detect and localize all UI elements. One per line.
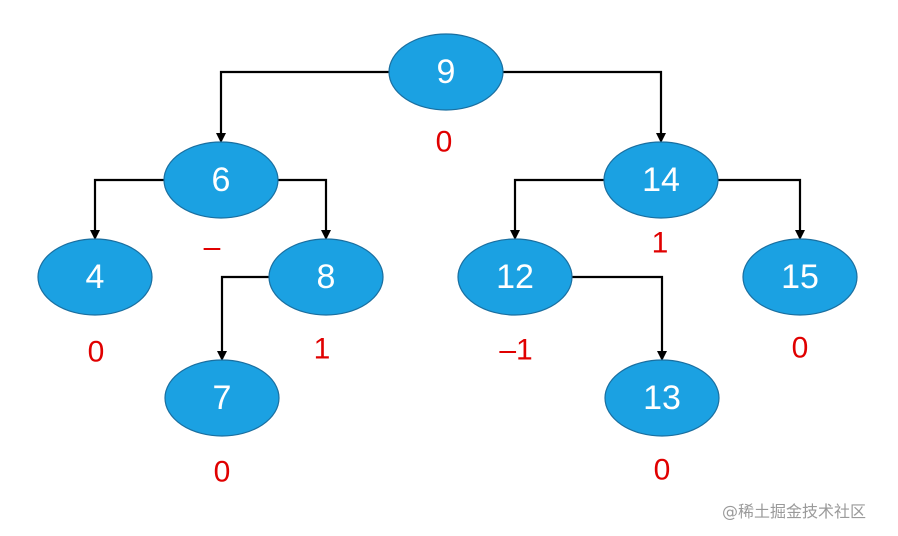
- edge-n8-n7: [217, 275, 269, 361]
- tree-node-9: 9: [388, 33, 504, 111]
- node-ellipse: [457, 238, 573, 316]
- nodes: 9 6 14 4 8 12 15 7 13: [37, 33, 858, 437]
- edge-n6-n8: [278, 178, 331, 240]
- tree-node-14: 14: [603, 141, 719, 219]
- balance-factor-9: 0: [436, 126, 453, 159]
- balance-factor-8: 1: [314, 333, 331, 366]
- balance-factor-7: 0: [214, 456, 231, 489]
- node-ellipse: [742, 238, 858, 316]
- node-ellipse: [388, 33, 504, 111]
- node-ellipse: [37, 238, 153, 316]
- edge-n12-n13: [572, 275, 667, 361]
- node-key: 15: [781, 258, 819, 296]
- node-ellipse: [268, 238, 384, 316]
- tree-node-12: 12: [457, 238, 573, 316]
- tree-node-15: 15: [742, 238, 858, 316]
- edges: [90, 70, 805, 361]
- tree-node-4: 4: [37, 238, 153, 316]
- node-ellipse: [604, 359, 720, 437]
- node-key: 14: [642, 161, 680, 199]
- balance-factor-6: –: [204, 231, 221, 264]
- edge-n6-n4: [90, 178, 164, 240]
- tree-node-8: 8: [268, 238, 384, 316]
- node-key: 8: [317, 258, 336, 296]
- edge-n9-n14: [503, 70, 666, 143]
- balance-factor-14: 1: [652, 227, 669, 260]
- node-key: 13: [643, 379, 681, 417]
- balance-factor-12: –1: [499, 334, 532, 367]
- watermark: @稀土掘金技术社区: [722, 502, 867, 521]
- node-ellipse: [163, 141, 279, 219]
- tree-node-13: 13: [604, 359, 720, 437]
- node-key: 7: [213, 379, 232, 417]
- tree-node-7: 7: [164, 359, 280, 437]
- balance-factor-13: 0: [654, 454, 671, 487]
- balance-factor-15: 0: [792, 332, 809, 365]
- node-key: 6: [212, 161, 231, 199]
- node-key: 9: [437, 53, 456, 91]
- edge-n14-n12: [510, 178, 604, 240]
- balance-factor-4: 0: [88, 336, 105, 369]
- edge-n9-n6: [216, 70, 389, 143]
- tree-node-6: 6: [163, 141, 279, 219]
- node-ellipse: [603, 141, 719, 219]
- node-key: 12: [496, 258, 534, 296]
- edge-n14-n15: [718, 178, 805, 240]
- node-key: 4: [86, 258, 105, 296]
- node-ellipse: [164, 359, 280, 437]
